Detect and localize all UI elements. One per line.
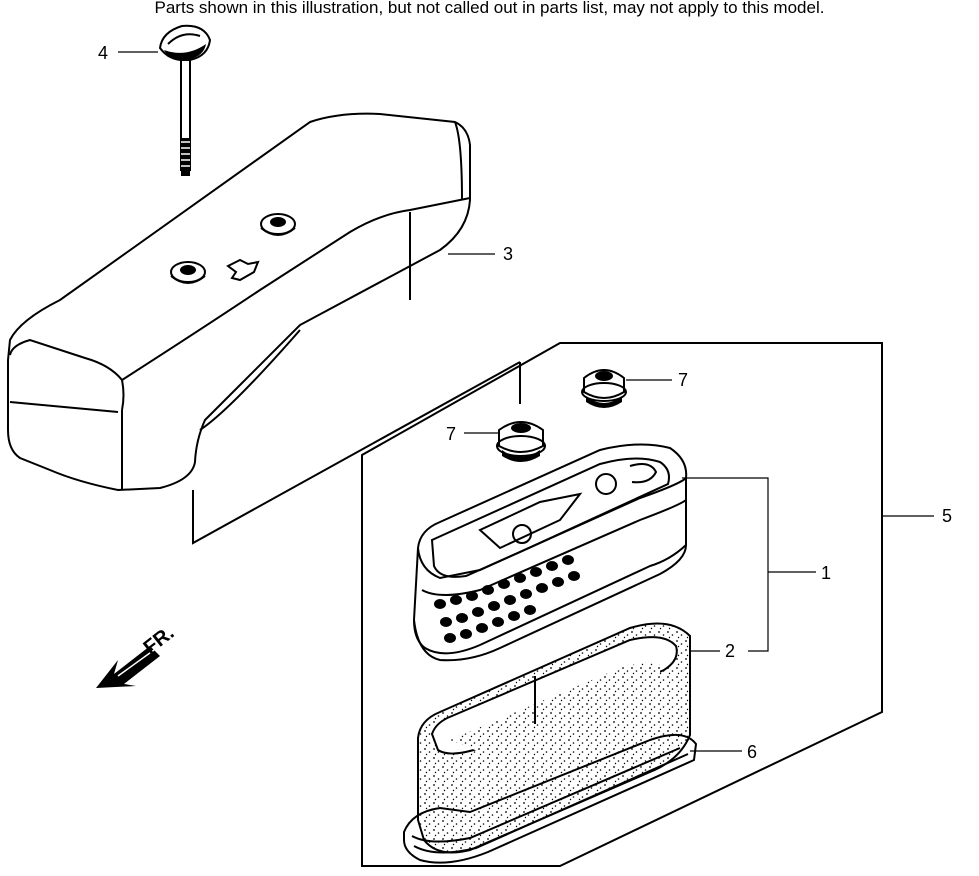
paper-element xyxy=(412,443,688,662)
callout-4-label: 4 xyxy=(98,43,108,63)
front-direction-indicator: FR. xyxy=(96,622,178,688)
callout-7-upper: 7 xyxy=(626,370,688,390)
callout-1-label: 1 xyxy=(821,563,831,583)
callout-7-lower-label: 7 xyxy=(446,424,456,444)
callout-3-label: 3 xyxy=(503,244,513,264)
disclaimer-text: Parts shown in this illustration, but no… xyxy=(154,0,825,17)
grommet-upper xyxy=(581,369,627,408)
air-cleaner-cover xyxy=(7,112,471,492)
callout-6: 6 xyxy=(690,742,757,762)
wing-bolt xyxy=(158,24,212,176)
callout-2-label: 2 xyxy=(725,641,735,661)
callout-5-label: 5 xyxy=(942,506,952,526)
kit-outline xyxy=(192,342,883,867)
callout-7-lower: 7 xyxy=(446,424,498,444)
gasket xyxy=(403,733,698,864)
callouts: 1 2 3 4 5 6 7 xyxy=(98,43,952,762)
callout-4: 4 xyxy=(98,43,158,63)
callout-6-label: 6 xyxy=(747,742,757,762)
foam-precleaner xyxy=(417,622,691,854)
callout-2: 2 xyxy=(690,641,735,661)
callout-7-upper-label: 7 xyxy=(678,370,688,390)
grommet-lower xyxy=(496,421,546,462)
callout-1: 1 xyxy=(682,477,831,652)
callout-3: 3 xyxy=(448,244,513,264)
callout-5: 5 xyxy=(882,506,952,526)
